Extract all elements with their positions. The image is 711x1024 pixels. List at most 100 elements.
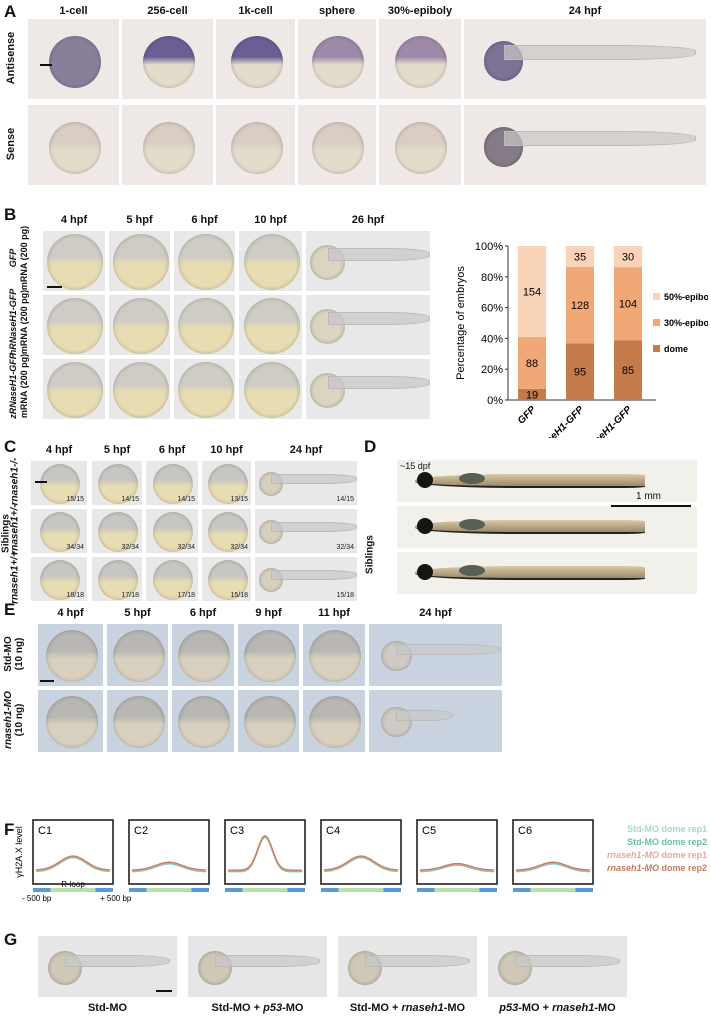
stage-header: 5 hpf	[103, 444, 131, 456]
embryo-count: 18/18	[66, 592, 84, 599]
image-tile	[396, 459, 698, 503]
profile-line	[323, 855, 399, 871]
embryo-image	[45, 630, 98, 682]
panel-label-a: A	[4, 2, 17, 21]
embryo-count: 15/18	[336, 592, 354, 599]
image-tile	[42, 294, 106, 356]
embryo-image	[243, 234, 300, 290]
row-label: rnaseh1-MO(10 ng)	[3, 686, 25, 754]
bar-segment	[614, 267, 642, 341]
image-tile	[42, 230, 106, 292]
row-label-dose: mRNA (200 pg)	[19, 353, 29, 419]
flank-bar	[191, 888, 209, 892]
stage-header: 4 hpf	[57, 607, 84, 619]
image-tile: 14/15	[91, 460, 143, 506]
data-label: 85	[622, 365, 634, 377]
stacked-bar-chart: 0%20%40%60%80%100%Percentage of embryos1…	[455, 241, 708, 438]
larva-tail	[327, 376, 430, 389]
image-tile	[396, 551, 698, 595]
legend-label-rep: dome rep1	[661, 850, 707, 860]
embryo-image	[40, 464, 80, 504]
embryo-count: 15/15	[66, 496, 84, 503]
swim-bladder	[459, 519, 485, 531]
caption-part: p53	[499, 1002, 519, 1014]
image-tile	[302, 689, 366, 753]
panel-label-f: F	[4, 820, 15, 839]
image-tile	[302, 623, 366, 687]
data-label: 35	[574, 251, 586, 263]
embryo-image	[142, 36, 195, 88]
caption-part: p53	[263, 1002, 283, 1014]
image-tile: 14/15	[145, 460, 199, 506]
image-tile	[237, 623, 300, 687]
image-tile	[305, 294, 431, 356]
image-tile	[108, 358, 171, 420]
panel-label-c: C	[4, 437, 17, 456]
y-axis-label: Percentage of embryos	[455, 266, 467, 380]
panel-label-e: E	[4, 600, 16, 619]
stage-header: 26 hpf	[351, 214, 385, 226]
image-tile	[305, 230, 431, 292]
embryo-image	[243, 630, 296, 682]
embryo-image	[142, 122, 195, 174]
image-tile	[121, 18, 214, 100]
image-caption: Std-MO + p53-MO	[177, 1002, 338, 1014]
row-label-mo: rnaseh1-MO	[3, 691, 14, 749]
cluster-frame	[320, 819, 402, 885]
image-tile: 17/18	[145, 556, 199, 602]
flank-bar	[417, 888, 435, 892]
embryo-image	[230, 122, 283, 174]
row-label-gene: zRNaseH1-GFP	[8, 353, 18, 419]
profile-line	[35, 855, 111, 871]
bar-segment	[614, 340, 642, 400]
embryo-image	[309, 696, 361, 748]
panel-label-g: G	[4, 930, 18, 949]
bar-segment	[566, 343, 594, 400]
larva-image	[48, 944, 170, 992]
profile-line	[515, 861, 591, 871]
embryo-image	[112, 630, 165, 682]
bar-segment	[518, 246, 546, 337]
legend-swatch	[653, 319, 660, 326]
embryo-image	[153, 560, 193, 600]
caption-part: Std-MO +	[211, 1002, 264, 1014]
larva-eye	[417, 472, 433, 489]
embryo-image	[207, 512, 248, 552]
stage-header: 5 hpf	[124, 607, 151, 619]
embryo-image	[47, 362, 103, 418]
row-label-mo: Std-MO	[3, 636, 14, 672]
stage-header: 24 hpf	[289, 444, 323, 456]
caption-part: rnaseh1	[401, 1002, 444, 1014]
panel-label-b: B	[4, 205, 17, 224]
larva-tail	[64, 954, 170, 968]
image-tile	[238, 230, 303, 292]
stage-header: sphere	[318, 5, 356, 17]
stage-header: 10 hpf	[210, 444, 243, 456]
legend-swatch	[653, 345, 660, 352]
row-label-gene: hRNaseH1-GFP	[8, 288, 18, 356]
data-label: 154	[523, 286, 541, 298]
larva-image	[198, 944, 320, 992]
image-tile: 32/34	[254, 508, 358, 554]
caption-part: Std-MO	[87, 1002, 128, 1014]
legend-label: 30%-epiboly	[664, 318, 708, 328]
cluster-label: C2	[134, 825, 148, 837]
rloop-bar	[50, 888, 96, 892]
legend-label: dome	[664, 344, 688, 354]
embryo-count: 32/34	[336, 544, 354, 551]
flank-bar	[575, 888, 593, 892]
larva-image	[484, 33, 696, 89]
legend-label: Std-MO dome rep2	[627, 837, 707, 847]
category-label: GFP	[516, 404, 539, 427]
embryo-image	[309, 630, 361, 682]
flank-bar	[383, 888, 401, 892]
stage-header: 30%-epiboly	[387, 5, 453, 17]
embryo-image	[312, 122, 364, 174]
bar-segment	[518, 336, 546, 389]
image-tile	[187, 935, 328, 998]
cluster-frame	[416, 819, 498, 885]
y-tick-label: 80%	[481, 272, 503, 284]
stage-header: 4 hpf	[45, 444, 73, 456]
